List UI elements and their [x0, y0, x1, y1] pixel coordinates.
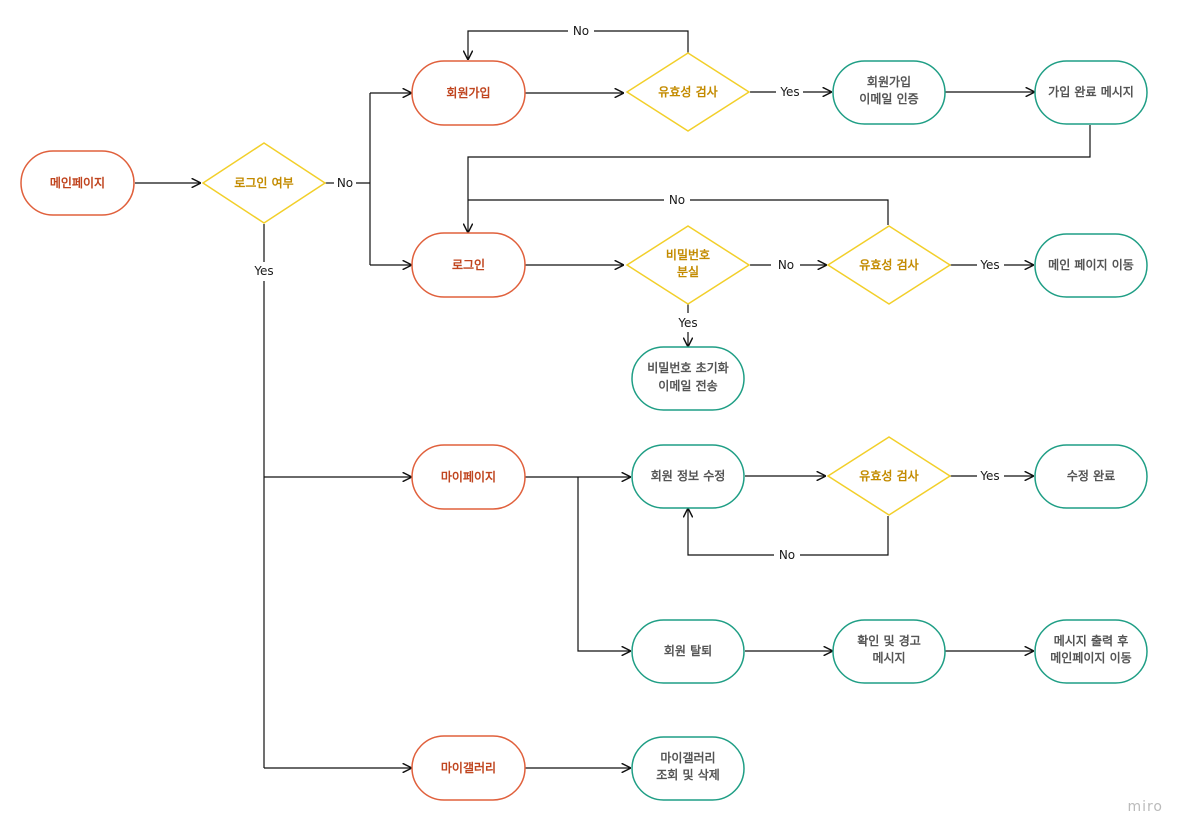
edge-mypage-to-withdraw	[577, 477, 630, 651]
decision-edit-valid-label: 유효성 검사	[859, 468, 918, 483]
node-pw-reset[interactable]: 비밀번호 초기화 이메일 전송	[631, 346, 745, 411]
label-signup-valid-no: No	[573, 24, 589, 38]
decision-login-valid[interactable]: 유효성 검사	[826, 225, 952, 305]
node-confirm-warn-label-2: 메시지	[872, 650, 905, 665]
edge-login-valid-no	[468, 199, 889, 225]
decision-signup-valid-label: 유효성 검사	[658, 84, 717, 99]
decision-edit-valid[interactable]: 유효성 검사	[826, 436, 952, 516]
node-signup-done[interactable]: 가입 완료 메시지	[1034, 60, 1148, 125]
node-signup-label: 회원가입	[446, 85, 490, 100]
edge-no-trunk	[356, 93, 371, 265]
node-login[interactable]: 로그인	[411, 232, 526, 298]
label-login-no: No	[337, 176, 353, 190]
label-edit-valid-yes: Yes	[979, 469, 999, 483]
decision-login-check-label: 로그인 여부	[234, 175, 293, 190]
node-go-main[interactable]: 메인 페이지 이동	[1034, 233, 1148, 298]
label-login-valid-yes: Yes	[979, 258, 999, 272]
node-confirm-warn-label-1: 확인 및 경고	[857, 633, 921, 648]
node-pw-reset-label-2: 이메일 전송	[658, 378, 717, 393]
node-mygallery-label: 마이갤러리	[441, 760, 496, 775]
node-msg-main-label-2: 메인페이지 이동	[1050, 650, 1131, 665]
decision-pw-lost[interactable]: 비밀번호 분실	[625, 225, 751, 305]
edge-labels: No Yes No Yes No No Yes Yes Yes No	[253, 24, 999, 562]
decision-login-check[interactable]: 로그인 여부	[201, 142, 327, 224]
node-go-main-label: 메인 페이지 이동	[1048, 257, 1134, 272]
node-edit-info-label: 회원 정보 수정	[651, 468, 726, 483]
node-mypage[interactable]: 마이페이지	[411, 444, 526, 510]
node-signup-email-label-2: 이메일 인증	[859, 91, 918, 106]
label-edit-valid-no: No	[779, 548, 795, 562]
node-signup[interactable]: 회원가입	[411, 60, 526, 126]
edge-done-to-login	[468, 125, 1091, 232]
node-login-label: 로그인	[452, 257, 485, 272]
node-mypage-label: 마이페이지	[441, 469, 496, 484]
node-msg-main-label-1: 메시지 출력 후	[1054, 633, 1129, 648]
node-gallery-view[interactable]: 마이갤러리 조회 및 삭제	[631, 736, 745, 801]
decision-signup-valid[interactable]: 유효성 검사	[625, 52, 751, 132]
miro-watermark: miro	[1127, 799, 1163, 815]
edge-edit-valid-no	[688, 509, 889, 556]
decision-login-valid-label: 유효성 검사	[859, 257, 918, 272]
label-signup-valid-yes: Yes	[779, 85, 799, 99]
node-withdraw[interactable]: 회원 탈퇴	[631, 619, 745, 684]
node-confirm-warn[interactable]: 확인 및 경고 메시지	[832, 619, 946, 684]
label-login-yes: Yes	[253, 264, 273, 278]
label-login-valid-no: No	[669, 193, 685, 207]
node-mygallery[interactable]: 마이갤러리	[411, 735, 526, 801]
edges	[135, 30, 1091, 768]
node-edit-done-label: 수정 완료	[1067, 468, 1115, 483]
node-gallery-view-label-1: 마이갤러리	[660, 750, 715, 765]
node-signup-email[interactable]: 회원가입 이메일 인증	[832, 60, 946, 125]
node-signup-email-label-1: 회원가입	[867, 74, 911, 89]
decision-pw-lost-label-1: 비밀번호	[666, 247, 710, 262]
node-withdraw-label: 회원 탈퇴	[664, 643, 712, 658]
label-pwlost-no: No	[778, 258, 794, 272]
node-msg-main[interactable]: 메시지 출력 후 메인페이지 이동	[1034, 619, 1148, 684]
decision-pw-lost-label-2: 분실	[677, 264, 699, 279]
node-edit-info[interactable]: 회원 정보 수정	[631, 444, 745, 509]
label-pwlost-yes: Yes	[677, 316, 697, 330]
node-pw-reset-label-1: 비밀번호 초기화	[647, 360, 728, 375]
node-main-page-label: 메인페이지	[50, 175, 105, 190]
edge-signup-valid-no	[468, 30, 689, 59]
node-edit-done[interactable]: 수정 완료	[1034, 444, 1148, 509]
node-gallery-view-label-2: 조회 및 삭제	[656, 767, 720, 782]
node-signup-done-label: 가입 완료 메시지	[1048, 84, 1134, 99]
node-main-page[interactable]: 메인페이지	[20, 150, 135, 216]
